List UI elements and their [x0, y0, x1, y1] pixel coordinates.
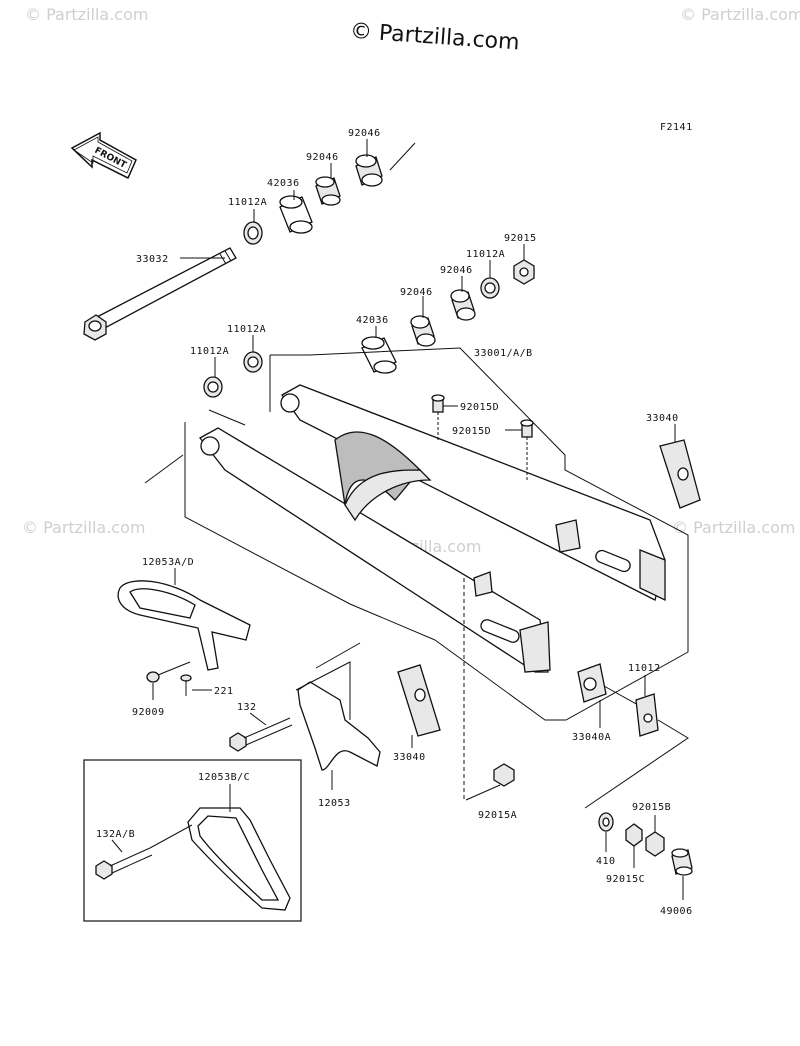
- label-92015D-1: 92015D: [460, 402, 499, 413]
- label-12053BC: 12053B/C: [198, 772, 250, 783]
- bolt-92015D-2: [520, 419, 534, 438]
- label-92015B: 92015B: [632, 802, 671, 813]
- label-92015D-2: 92015D: [452, 426, 491, 437]
- label-132AB: 132A/B: [96, 829, 135, 840]
- watermark-mid-right: © Partzilla.com: [672, 518, 795, 537]
- seal-11012A-top: [243, 221, 263, 245]
- label-92046-right: 92046: [440, 265, 473, 276]
- label-92046-top: 92046: [348, 128, 381, 139]
- front-arrow-icon: FRONT: [70, 131, 137, 180]
- nut-92015A: [493, 763, 515, 787]
- label-92015A: 92015A: [478, 810, 517, 821]
- chain-guard-12053BC: [187, 807, 291, 911]
- label-11012A-left2: 11012A: [190, 346, 229, 357]
- collar-42036-mid: [361, 336, 397, 374]
- label-33040-right: 33040: [646, 413, 679, 424]
- adjuster-33040-right: [659, 439, 701, 509]
- swingarm-33001: [144, 347, 689, 721]
- seal-11012A-left2: [203, 376, 223, 398]
- bolt-92015D-1: [431, 394, 445, 413]
- figure-code: F2141: [660, 122, 693, 133]
- bearing-92046-upper: [315, 176, 341, 206]
- label-92009: 92009: [132, 707, 165, 718]
- seal-11012A-right: [480, 277, 500, 299]
- watermark-mid-left: © Partzilla.com: [22, 518, 145, 537]
- label-42036-top: 42036: [267, 178, 300, 189]
- label-11012A-top: 11012A: [228, 197, 267, 208]
- bolt-132AB: [95, 847, 153, 880]
- label-12053: 12053: [318, 798, 351, 809]
- label-42036-mid: 42036: [356, 315, 389, 326]
- label-11012: 11012: [628, 663, 661, 674]
- bolt-132: [229, 717, 293, 752]
- nut-92015: [513, 259, 535, 285]
- label-92015: 92015: [504, 233, 537, 244]
- nut-92015B: [645, 831, 665, 857]
- adjuster-33040A: [577, 663, 641, 707]
- label-92046-mid: 92046: [306, 152, 339, 163]
- label-33032: 33032: [136, 254, 169, 265]
- screw-221: [180, 674, 192, 696]
- chain-guard-12053: [297, 681, 381, 771]
- adjuster-33040-mid: [397, 664, 441, 737]
- label-92015C: 92015C: [606, 874, 645, 885]
- nut-92015C: [625, 823, 643, 847]
- collar-42036-top: [279, 195, 313, 234]
- label-33040A: 33040A: [572, 732, 611, 743]
- label-33040-mid: 33040: [393, 752, 426, 763]
- bearing-92046-right2: [410, 315, 436, 347]
- label-221: 221: [214, 686, 234, 697]
- label-410: 410: [596, 856, 616, 867]
- label-12053AD: 12053A/D: [142, 557, 194, 568]
- inset-box: [83, 759, 302, 922]
- bearing-92046-right: [450, 289, 476, 321]
- label-11012A-right: 11012A: [466, 249, 505, 260]
- watermark-top-left: © Partzilla.com: [25, 5, 148, 24]
- watermark-top-right: © Partzilla.com: [680, 5, 800, 24]
- label-132: 132: [237, 702, 257, 713]
- plate-11012: [635, 693, 659, 737]
- screw-92009: [146, 661, 191, 683]
- label-33001: 33001/A/B: [474, 348, 533, 359]
- pivot-shaft-33032: [83, 247, 237, 341]
- label-49006: 49006: [660, 906, 693, 917]
- copyright-text: © Partzilla.com: [349, 19, 520, 56]
- chain-guide-12053AD: [117, 580, 251, 671]
- bearing-92046-top: [355, 154, 383, 187]
- spacer-49006: [671, 848, 693, 876]
- label-92046-right2: 92046: [400, 287, 433, 298]
- label-11012A-left1: 11012A: [227, 324, 266, 335]
- seal-11012A-left1: [243, 351, 263, 373]
- washer-410: [598, 812, 614, 832]
